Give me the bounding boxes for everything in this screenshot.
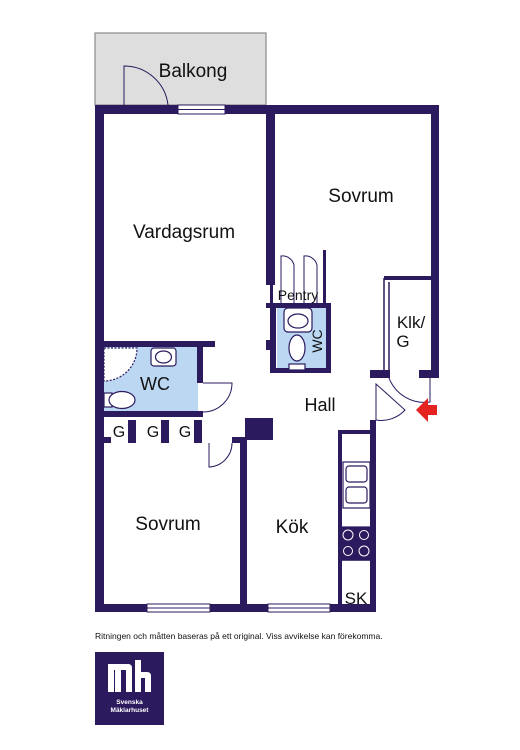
windows xyxy=(146,104,331,613)
room-label-sovrum-bottom: Sovrum xyxy=(135,514,200,535)
wc-fixtures xyxy=(103,307,313,410)
logo-text-line2: Mäklarhuset xyxy=(110,707,149,714)
room-label-pentry: Pentry xyxy=(278,287,318,303)
outer-walls xyxy=(95,105,439,612)
room-label-hall: Hall xyxy=(304,395,335,415)
room-label-g1: G xyxy=(113,424,125,441)
room-label-klk-g: G xyxy=(396,332,409,351)
room-label-sovrum-top: Sovrum xyxy=(328,186,393,207)
floor-plan: Balkong Vardagsrum Sovrum Pentry WC Klk/… xyxy=(94,32,439,613)
partitions xyxy=(339,278,390,561)
room-label-vardagsrum: Vardagsrum xyxy=(133,222,235,243)
room-label-balkong: Balkong xyxy=(159,61,228,82)
kitchen-fixtures xyxy=(339,461,374,561)
room-label-g2: G xyxy=(147,424,159,441)
room-label-kok: Kök xyxy=(276,517,309,538)
brand-logo: Svenska Mäklarhuset xyxy=(95,652,164,725)
door-swings xyxy=(123,65,431,468)
entrance-arrow-icon xyxy=(416,398,437,422)
logo-mark-icon xyxy=(108,660,151,692)
room-label-klk: Klk/ xyxy=(397,313,426,332)
disclaimer-text: Ritningen och måtten baseras på ett orig… xyxy=(95,631,383,641)
room-label-wc-large: WC xyxy=(140,374,170,394)
room-label-g3: G xyxy=(179,424,191,441)
room-label-wc-small: WC xyxy=(309,329,325,352)
logo-text-line1: Svenska xyxy=(116,699,143,706)
room-label-sk: SK xyxy=(345,589,368,608)
